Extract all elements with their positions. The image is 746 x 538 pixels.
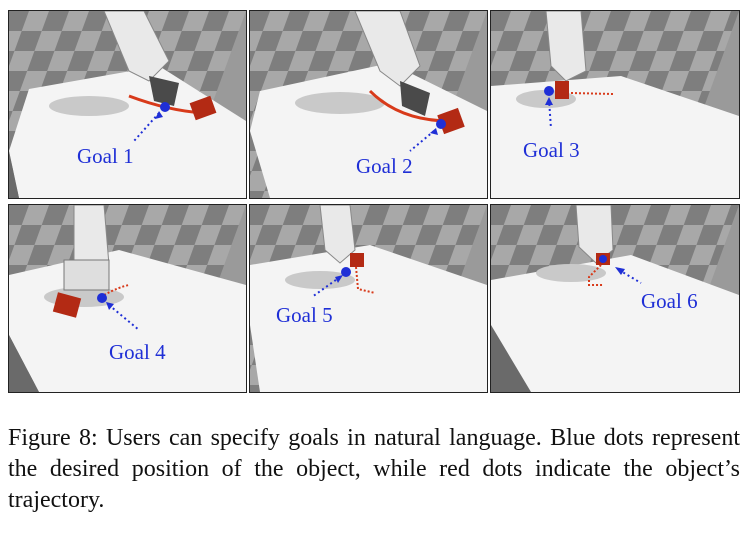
robot-arm	[319, 205, 356, 264]
panel-goal-2: Goal 2	[249, 10, 488, 199]
goal-dot	[599, 255, 607, 263]
red-cube	[350, 253, 364, 267]
trajectory-path	[588, 264, 603, 286]
goal-label: Goal 3	[523, 138, 580, 162]
goal-dot	[544, 86, 554, 96]
robot-arm	[354, 11, 421, 87]
panel-goal-5: Goal 5	[249, 204, 488, 393]
trajectory-path	[570, 92, 614, 95]
scene-4: Goal 4	[9, 205, 246, 392]
goal-pointer	[311, 276, 341, 298]
goal-label: Goal 4	[109, 340, 166, 364]
red-cube	[555, 81, 569, 99]
goal-label: Goal 6	[641, 289, 698, 313]
goal-dot	[436, 119, 446, 129]
scene-5: Goal 5	[250, 205, 487, 392]
trajectory-path	[103, 284, 130, 296]
panel-goal-1: Goal 1	[8, 10, 247, 199]
robot-arm	[103, 11, 170, 82]
goal-dot	[97, 293, 107, 303]
goal-label: Goal 1	[77, 144, 134, 168]
table-surface	[491, 255, 739, 392]
scene-2: Goal 2	[250, 11, 487, 198]
robot-arm	[545, 11, 587, 82]
scene-1: Goal 1	[9, 11, 246, 198]
scene-6: Goal 6	[491, 205, 739, 392]
panel-goal-3: Goal 3	[490, 10, 740, 199]
panel-goal-6: Goal 6	[490, 204, 740, 393]
red-cube	[189, 95, 217, 121]
goal-pointer	[618, 269, 642, 284]
goal-pointer	[108, 304, 140, 331]
goal-pointer	[409, 130, 435, 152]
scene-3: Goal 3	[491, 11, 739, 198]
red-cube	[52, 292, 82, 318]
goal-label: Goal 2	[356, 154, 413, 178]
figure-caption: Figure 8: Users can specify goals in nat…	[8, 425, 740, 513]
goal-pointer	[133, 112, 160, 142]
goal-dot	[341, 267, 351, 277]
goal-label: Goal 5	[276, 303, 333, 327]
panel-goal-4: Goal 4	[8, 204, 247, 393]
goal-dot	[160, 102, 170, 112]
trajectory-path	[355, 266, 376, 294]
